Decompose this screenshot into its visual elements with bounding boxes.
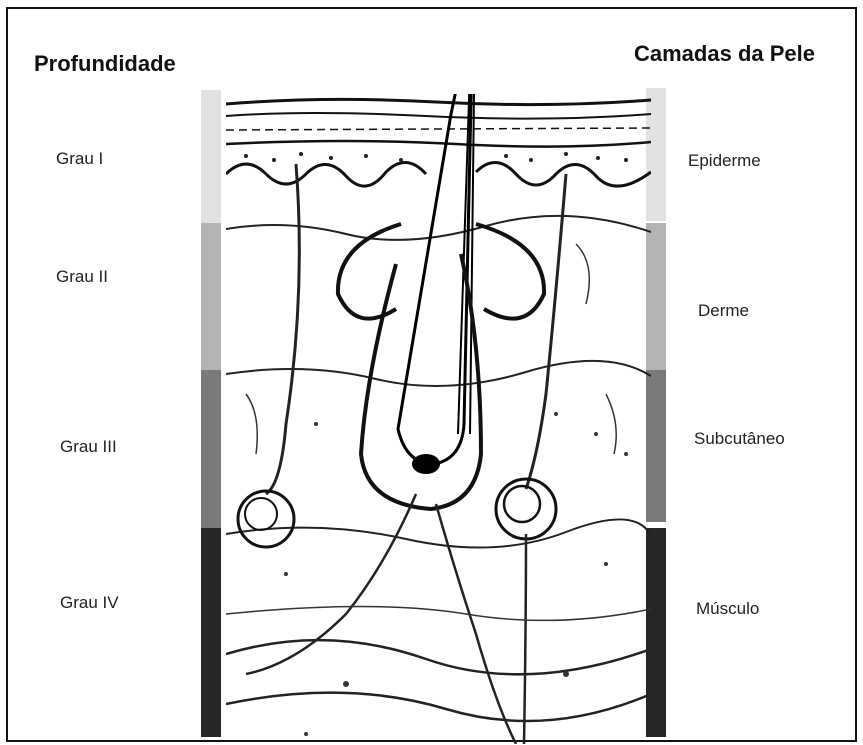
depth-band-grau-1 <box>201 90 221 223</box>
label-epiderme: Epiderme <box>688 151 761 171</box>
label-grau-2: Grau II <box>56 267 108 287</box>
depth-heading: Profundidade <box>34 51 176 77</box>
depth-band-grau-2 <box>201 223 221 370</box>
label-derme: Derme <box>698 301 749 321</box>
label-subcutaneo: Subcutâneo <box>694 429 785 449</box>
skin-layers-heading: Camadas da Pele <box>634 41 815 67</box>
figure-frame: Profundidade Camadas da Pele Grau I Grau… <box>6 7 857 742</box>
label-musculo: Músculo <box>696 599 759 619</box>
label-grau-4: Grau IV <box>60 593 119 613</box>
skin-cross-section-icon <box>226 94 651 744</box>
label-grau-1: Grau I <box>56 149 103 169</box>
label-grau-3: Grau III <box>60 437 117 457</box>
depth-band-grau-4 <box>201 528 221 737</box>
depth-band-grau-3 <box>201 370 221 528</box>
